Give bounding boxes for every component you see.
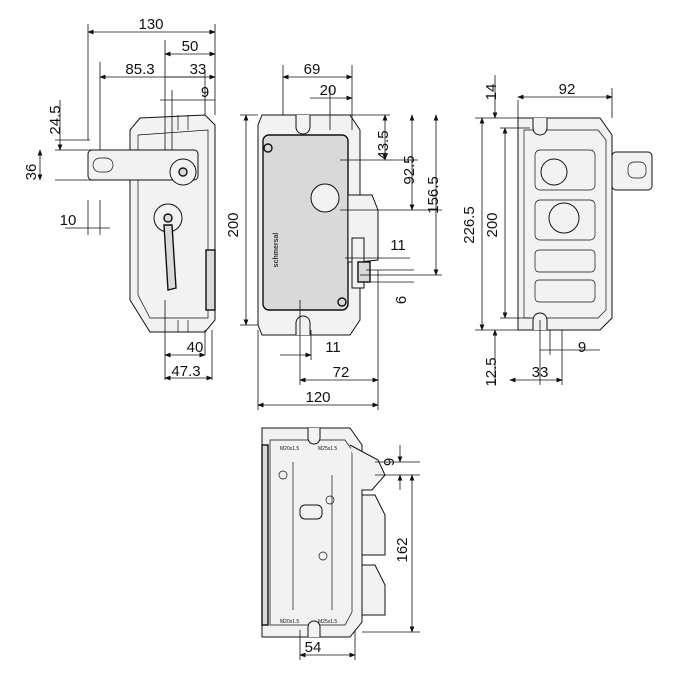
dim-label: 226.5	[461, 206, 478, 244]
dim-label: 10	[60, 212, 77, 229]
dim-label: 120	[305, 389, 330, 406]
dim-label: 43.5	[375, 130, 392, 159]
thread-label: M20x1.5	[280, 446, 299, 452]
rear-view: 14 92 226.5 200 12.5 9 33	[461, 75, 653, 387]
side-view: 130 50 85.3 33 9 24.5 36 10 40 47.3	[23, 16, 216, 381]
dim-label: 33	[190, 61, 207, 78]
dim-label: 54	[305, 639, 322, 656]
lever-bore	[310, 183, 340, 213]
dim-label: 50	[182, 38, 199, 55]
dim-label: 9	[201, 84, 209, 101]
front-view: schmersal 69 20 43.5 92.5 156.5 200 11 6…	[225, 61, 442, 410]
dim-label: 33	[532, 364, 549, 381]
dim-label: 14	[483, 84, 500, 101]
front-cover	[262, 134, 349, 311]
dim-label: 200	[225, 212, 242, 237]
thread-label: M20x1.5	[280, 619, 299, 625]
dim-label: 162	[394, 537, 411, 562]
dim-label: 40	[187, 339, 204, 356]
dim-label: 130	[138, 16, 163, 33]
thread-label: M25x1.5	[318, 446, 337, 452]
dim-label: 6	[393, 296, 410, 304]
dim-label: 36	[23, 164, 40, 181]
thread-label: M25x1.5	[318, 619, 337, 625]
dim-label: 156.5	[425, 176, 442, 214]
dim-label: 85.3	[125, 61, 154, 78]
rear-actuator	[611, 151, 653, 191]
dim-label: 92	[559, 81, 576, 98]
dim-label: 47.3	[171, 363, 200, 380]
dim-label: 69	[304, 61, 321, 78]
dim-label: 92.5	[401, 155, 418, 184]
bottom-housing	[261, 427, 363, 638]
dim-label: 9	[578, 339, 586, 356]
dim-label: 200	[484, 212, 501, 237]
dim-label: 12.5	[483, 357, 500, 386]
dim-label: 11	[390, 237, 406, 254]
dim-label: 24.5	[47, 105, 64, 134]
dim-label: 11	[325, 339, 341, 356]
schmersal-logo: schmersal	[273, 233, 280, 268]
knob-handle	[163, 224, 177, 291]
bottom-view: M20x1.5 M25x1.5 M20x1.5 M25x1.5 9 162 54	[261, 427, 420, 660]
dim-label: 20	[320, 82, 337, 99]
dim-label: 72	[333, 364, 350, 381]
dim-label: 9	[381, 458, 398, 466]
